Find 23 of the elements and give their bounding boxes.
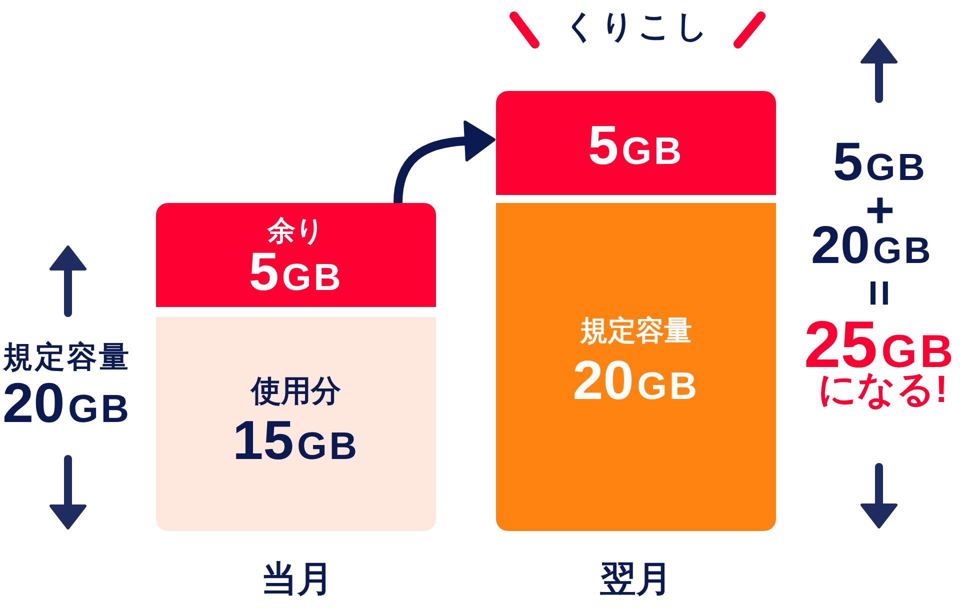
bar-segment: [156, 203, 436, 307]
total-value: 25GB: [804, 318, 956, 371]
bar-segment: [156, 317, 436, 531]
section-label: 使用分: [251, 376, 341, 408]
amount-value: 20GB: [811, 225, 933, 268]
curved-arrow: [394, 120, 496, 204]
capacity-value: 20GB: [2, 381, 132, 426]
plus-sign: +: [865, 195, 895, 225]
section-label: 規定容量: [580, 316, 692, 346]
amount-value: 5GB: [588, 123, 684, 168]
month-caption: 当月: [261, 560, 333, 598]
equals-sign: =: [865, 280, 893, 306]
amount-value: 5GB: [248, 251, 344, 294]
result-text: になる!: [818, 371, 948, 411]
amount-value: 20GB: [572, 358, 700, 403]
month-caption: 翌月: [600, 560, 672, 598]
amount-value: 15GB: [232, 418, 360, 463]
carryover-heading: くりこし: [564, 10, 712, 44]
section-label: 余り: [268, 216, 324, 246]
amount-value: 5GB: [832, 141, 928, 184]
bar-segment: [496, 91, 776, 195]
capacity-label: 規定容量: [3, 342, 131, 374]
bar-segment: [496, 203, 776, 531]
